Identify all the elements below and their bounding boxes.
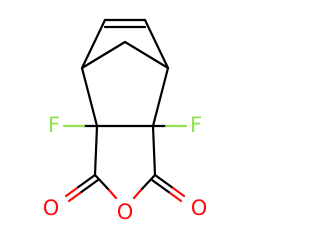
oxygen-label-ring: O (117, 200, 134, 224)
bond-ring-carbon-carbonyl-right (151, 124, 157, 177)
bond-c2-bridgehead-right (143, 18, 170, 70)
molecule-diagram: F F O O O (43, 18, 208, 224)
bond-carbonyl-right-ring-o-black (139, 173, 157, 192)
structure-canvas: F F O O O (42, 18, 208, 224)
carbonyl-right-bond-2-red (168, 191, 183, 203)
bond-c1-bridgehead-left (80, 18, 107, 70)
bridge-bond-right (123, 40, 170, 70)
bond-carbonyl-right-ring-o-red (132, 188, 143, 200)
bond-carbonyl-left-ring-o-black (93, 173, 111, 192)
bond-carbonyl-left-ring-o-red (107, 188, 118, 200)
carbonyl-left-bond-2-black (78, 178, 100, 195)
carbonyl-right-bond-2-black (150, 178, 172, 195)
oxygen-label-carbonyl-left: O (43, 196, 60, 220)
bridge-bond-left (80, 40, 127, 70)
carbonyl-left-bond-1-red (64, 186, 79, 198)
fluorine-label-left: F (48, 113, 60, 137)
carbonyl-left-bond-1-black (75, 173, 97, 190)
carbonyl-left-bond-2-red (67, 191, 82, 203)
bond-bridgehead-right-ring-carbon (151, 66, 170, 128)
carbonyl-right-bond-1-black (153, 173, 175, 190)
fluorine-label-right: F (190, 113, 202, 137)
carbonyl-right-bond-1-red (171, 186, 186, 198)
bond-ring-carbon-carbonyl-left (93, 124, 99, 177)
bond-bridgehead-left-ring-carbon (80, 66, 99, 128)
oxygen-label-carbonyl-right: O (191, 196, 208, 220)
